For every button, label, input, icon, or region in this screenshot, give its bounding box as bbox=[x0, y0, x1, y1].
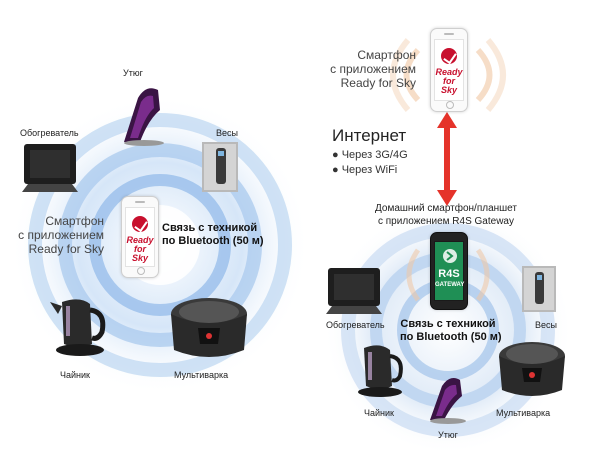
left-app-name-3: Sky bbox=[131, 253, 148, 263]
scales-icon bbox=[202, 142, 238, 192]
right-top-phone-screen: Ready for Sky bbox=[434, 39, 464, 101]
phone-home-button-icon bbox=[446, 101, 454, 109]
internet-title: Интернет bbox=[332, 126, 407, 145]
right-scales-label: Весы bbox=[535, 320, 557, 330]
phone-speaker-icon bbox=[444, 33, 454, 35]
iron-icon bbox=[430, 378, 466, 424]
right-iron-device bbox=[426, 372, 470, 424]
multicooker-icon bbox=[499, 342, 565, 396]
phone-speaker-icon bbox=[135, 201, 145, 203]
gateway-phone-waves bbox=[406, 248, 490, 302]
left-phone-caption-line1: Смартфон bbox=[45, 214, 104, 228]
left-phone-caption: Смартфон с приложением Ready for Sky bbox=[14, 214, 104, 256]
scales-icon bbox=[522, 266, 556, 312]
right-app-name-3: Sky bbox=[440, 85, 457, 95]
gateway-caption-line1: Домашний смартфон/планшет bbox=[375, 203, 517, 214]
right-phone-caption-line3: Ready for Sky bbox=[340, 76, 416, 90]
right-heater-label: Обогреватель bbox=[326, 320, 385, 330]
heater-icon bbox=[22, 144, 78, 192]
internet-block: Интернет ● Через 3G/4G ● Через WiFi bbox=[332, 126, 436, 178]
right-app-name-2: for bbox=[443, 76, 455, 86]
right-phone-caption-line1: Смартфон bbox=[357, 48, 416, 62]
left-bluetooth-caption: Связь с техникой по Bluetooth (50 м) bbox=[162, 222, 264, 248]
bullet-icon: ● bbox=[332, 149, 342, 161]
bullet-icon: ● bbox=[332, 164, 342, 176]
gateway-app-name: R4S bbox=[438, 268, 460, 280]
gateway-logo-icon bbox=[443, 249, 457, 263]
ready-for-sky-logo-icon bbox=[132, 216, 148, 232]
iron-device bbox=[118, 80, 166, 148]
right-bt-line2: по Bluetooth (50 м) bbox=[400, 331, 502, 343]
right-heater-device bbox=[326, 266, 384, 318]
right-bt-line1: Связь с техникой bbox=[400, 318, 496, 330]
left-phone-caption-line3: Ready for Sky bbox=[28, 242, 104, 256]
top-phone-waves bbox=[390, 38, 506, 112]
internet-arrow-icon bbox=[437, 112, 457, 206]
right-scales-device bbox=[522, 266, 556, 312]
gateway-caption-line2: с приложением R4S Gateway bbox=[377, 216, 514, 227]
left-bt-line2: по Bluetooth (50 м) bbox=[162, 235, 264, 247]
multicooker-icon bbox=[171, 298, 247, 357]
gateway-app-subname: GATEWAY bbox=[435, 282, 465, 288]
internet-item-1: ● Через 3G/4G bbox=[332, 148, 436, 163]
left-app-name-2: for bbox=[134, 244, 146, 254]
gateway-phone: R4S GATEWAY bbox=[430, 232, 468, 310]
kettle-icon bbox=[50, 299, 106, 356]
right-iron-label: Утюг bbox=[438, 430, 458, 440]
gateway-phone-screen: R4S GATEWAY bbox=[434, 241, 464, 301]
right-kettle-device bbox=[350, 340, 410, 402]
multicooker-label: Мультиварка bbox=[174, 370, 229, 380]
scales-label: Весы bbox=[216, 128, 238, 138]
heater-device bbox=[22, 142, 80, 194]
kettle-icon bbox=[358, 345, 403, 397]
left-bt-line1: Связь с техникой bbox=[162, 222, 258, 234]
iron-icon bbox=[124, 88, 164, 146]
right-bluetooth-caption: Связь с техникой по Bluetooth (50 м) bbox=[400, 318, 502, 344]
right-phone-caption-line2: с приложением bbox=[330, 62, 416, 76]
iron-label: Утюг bbox=[123, 68, 143, 78]
right-phone-caption: Смартфон с приложением Ready for Sky bbox=[312, 48, 416, 90]
right-app-name-1: Ready bbox=[435, 67, 463, 77]
internet-item-1-text: Через 3G/4G bbox=[341, 149, 408, 161]
left-phone: Ready for Sky bbox=[121, 196, 159, 278]
heater-label: Обогреватель bbox=[20, 128, 79, 138]
right-multicooker-device bbox=[496, 336, 568, 402]
right-multicooker-label: Мультиварка bbox=[496, 408, 551, 418]
gateway-caption: Домашний смартфон/планшет с приложением … bbox=[362, 202, 530, 228]
ready-for-sky-logo-icon bbox=[441, 48, 457, 64]
heater-icon bbox=[326, 268, 382, 314]
left-phone-caption-line2: с приложением bbox=[18, 228, 104, 242]
multicooker-device bbox=[168, 292, 250, 364]
left-app-name-1: Ready bbox=[126, 235, 154, 245]
scales-device bbox=[202, 142, 238, 192]
kettle-device bbox=[44, 292, 114, 362]
internet-item-2-text: Через WiFi bbox=[341, 164, 398, 176]
right-top-phone: Ready for Sky bbox=[430, 28, 468, 112]
phone-home-button-icon bbox=[137, 267, 145, 275]
kettle-label: Чайник bbox=[60, 370, 90, 380]
right-kettle-label: Чайник bbox=[364, 408, 394, 418]
left-phone-screen: Ready for Sky bbox=[125, 207, 155, 267]
internet-item-2: ● Через WiFi bbox=[332, 163, 436, 178]
